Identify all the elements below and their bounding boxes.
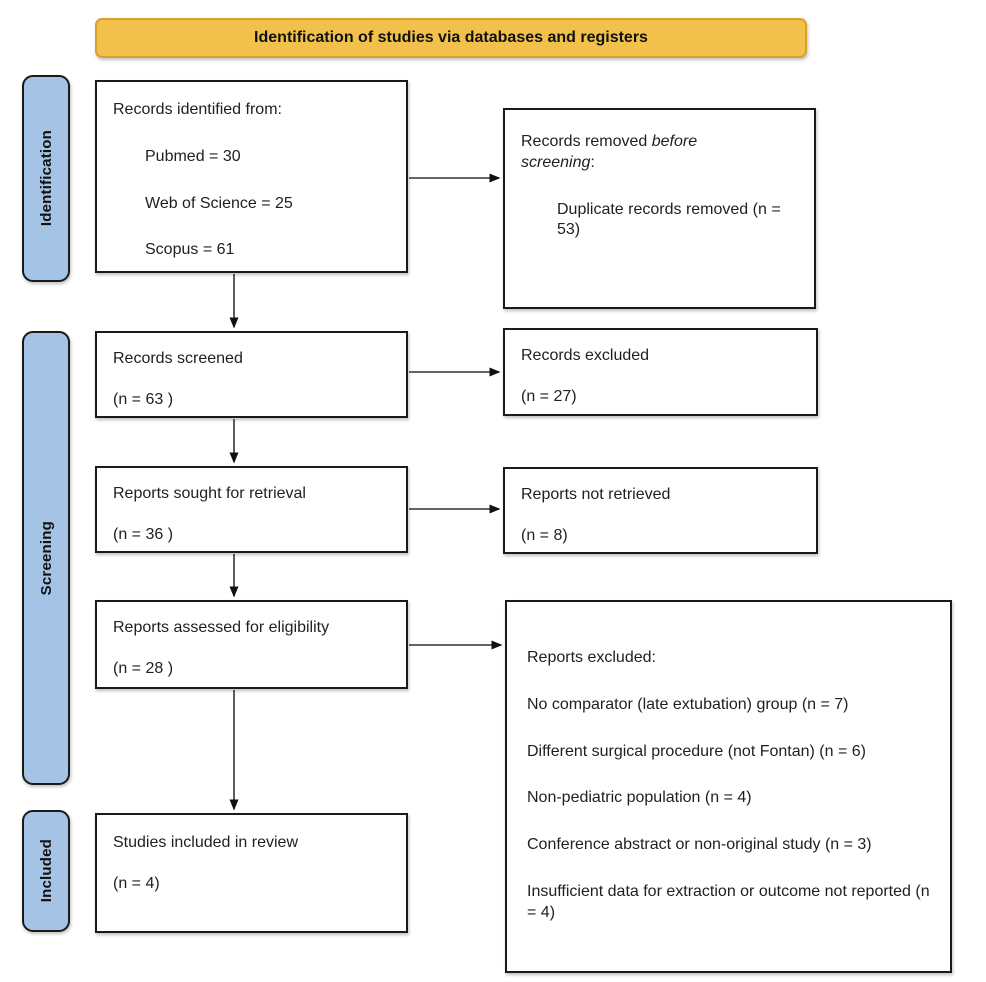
stage-label-included: Included bbox=[37, 839, 55, 903]
reports-assessed-box: Reports assessed for eligibility (n = 28… bbox=[95, 600, 408, 689]
reports-sought-count: (n = 36 ) bbox=[113, 525, 174, 543]
banner: Identification of studies via databases … bbox=[95, 18, 807, 58]
records-identified-title: Records identified from: bbox=[113, 101, 282, 118]
stage-bar-identification: Identification bbox=[22, 75, 70, 282]
records-excluded-box: Records excluded (n = 27) bbox=[503, 328, 818, 416]
database-count-web-of-science: Web of Science = 25 bbox=[145, 194, 293, 212]
records-screened-box: Records screened (n = 63 ) bbox=[95, 331, 408, 418]
stage-bar-screening: Screening bbox=[22, 331, 70, 785]
records-removed-title-italic: before screening bbox=[521, 133, 698, 171]
studies-included-box: Studies included in review (n = 4) bbox=[95, 813, 408, 933]
exclusion-reason: Conference abstract or non-original stud… bbox=[527, 836, 872, 854]
reports-assessed-title: Reports assessed for eligibility bbox=[113, 619, 330, 636]
duplicates-removed-item: Duplicate records removed (n = 53) bbox=[557, 200, 781, 239]
database-count-scopus: Scopus = 61 bbox=[145, 241, 235, 259]
banner-title: Identification of studies via databases … bbox=[254, 29, 648, 46]
reports-sought-box: Reports sought for retrieval (n = 36 ) bbox=[95, 466, 408, 553]
database-count-pubmed: Pubmed = 30 bbox=[145, 147, 241, 165]
records-identified-box: Records identified from: Pubmed = 30 Web… bbox=[95, 80, 408, 273]
exclusion-reason: No comparator (late extubation) group (n… bbox=[527, 695, 849, 713]
records-screened-count: (n = 63 ) bbox=[113, 390, 174, 408]
reports-not-retrieved-title: Reports not retrieved bbox=[521, 486, 671, 503]
reports-excluded-title: Reports excluded: bbox=[527, 649, 656, 666]
stage-bar-included: Included bbox=[22, 810, 70, 932]
reports-not-retrieved-box: Reports not retrieved (n = 8) bbox=[503, 467, 818, 554]
records-removed-title-suffix: : bbox=[590, 153, 595, 171]
studies-included-title: Studies included in review bbox=[113, 834, 298, 851]
records-removed-title: Records removed before screening: bbox=[521, 132, 733, 174]
records-excluded-title: Records excluded bbox=[521, 347, 650, 364]
stage-label-identification: Identification bbox=[37, 130, 55, 227]
reports-excluded-box: Reports excluded: No comparator (late ex… bbox=[505, 600, 952, 973]
exclusion-reason: Different surgical procedure (not Fontan… bbox=[527, 742, 866, 760]
studies-included-count: (n = 4) bbox=[113, 874, 160, 892]
exclusion-reason: Insufficient data for extraction or outc… bbox=[527, 882, 930, 921]
records-removed-title-prefix: Records removed bbox=[521, 133, 652, 150]
reports-sought-title: Reports sought for retrieval bbox=[113, 485, 306, 502]
exclusion-reason: Non-pediatric population (n = 4) bbox=[527, 789, 752, 807]
records-excluded-count: (n = 27) bbox=[521, 387, 577, 405]
reports-not-retrieved-count: (n = 8) bbox=[521, 526, 568, 544]
reports-assessed-count: (n = 28 ) bbox=[113, 659, 174, 677]
records-screened-title: Records screened bbox=[113, 350, 243, 367]
records-removed-box: Records removed before screening: Duplic… bbox=[503, 108, 816, 309]
stage-label-screening: Screening bbox=[37, 520, 55, 596]
